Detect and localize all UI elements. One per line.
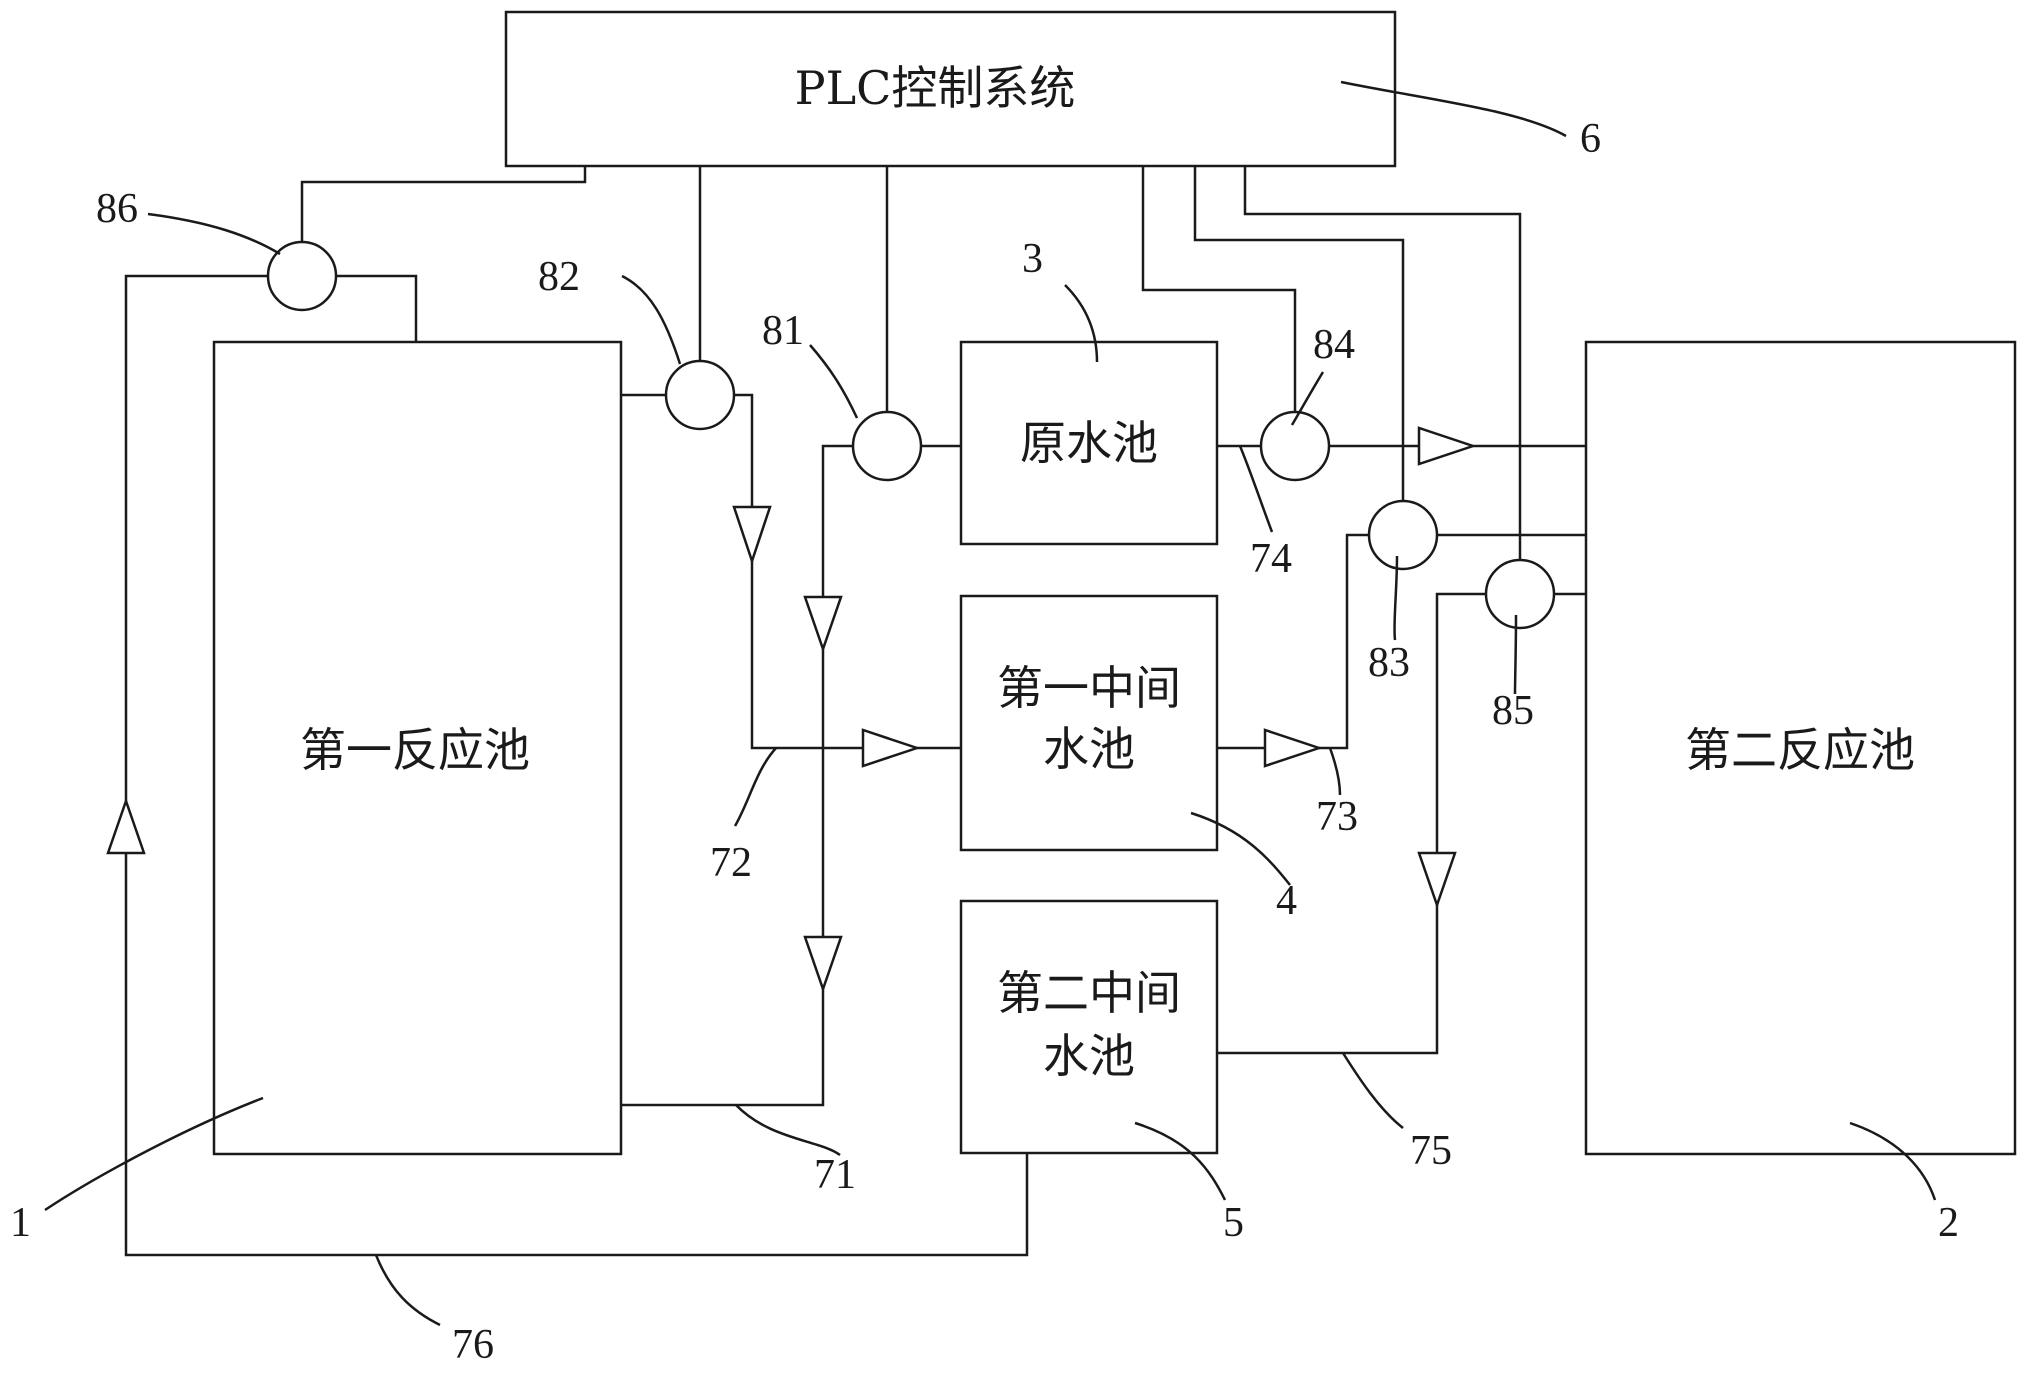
flow-arrow-down-icon [803, 935, 843, 993]
raw-water-pool-label: 原水池 [1020, 416, 1158, 470]
ref-75: 75 [1410, 1128, 1452, 1174]
flow-arrows [106, 426, 1477, 993]
ref-86: 86 [96, 186, 138, 232]
raw-water-pool: 原水池 [959, 340, 1219, 546]
pump-84-icon [1259, 410, 1331, 482]
flow-arrow-right-icon [1263, 728, 1323, 768]
first-intermediate-label-1: 第一中间 [997, 661, 1181, 715]
first-intermediate-pool: 第一中间 水池 [959, 594, 1219, 852]
flow-arrow-down-icon [1417, 851, 1457, 909]
plc-label: PLC控制系统 [795, 61, 1076, 115]
ref-74: 74 [1250, 536, 1292, 582]
pipe-76 [124, 274, 1029, 1257]
pump-82-icon [664, 359, 736, 431]
ref-1: 1 [10, 1200, 31, 1246]
control-line-84 [1141, 166, 1297, 412]
pump-86-icon [266, 240, 338, 312]
control-line-83 [1193, 166, 1405, 501]
ref-81: 81 [762, 308, 804, 354]
flow-arrow-down-icon [803, 595, 843, 653]
ref-83: 83 [1368, 640, 1410, 686]
first-reactor-label: 第一反应池 [300, 723, 530, 777]
second-intermediate-label-2: 水池 [1043, 1029, 1135, 1083]
ref-71: 71 [814, 1152, 856, 1198]
pump-83-icon [1367, 499, 1439, 571]
second-reactor: 第二反应池 [1584, 340, 2017, 1156]
second-reactor-label: 第二反应池 [1685, 723, 1915, 777]
flow-arrow-right-icon [1417, 426, 1477, 466]
ref-82: 82 [538, 254, 580, 300]
plc-control-system: PLC控制系统 [504, 10, 1397, 168]
ref-85: 85 [1492, 688, 1534, 734]
ref-84: 84 [1313, 322, 1355, 368]
ref-4: 4 [1276, 878, 1297, 924]
ref-2: 2 [1938, 1200, 1959, 1246]
control-line-86 [300, 166, 587, 249]
flow-arrow-down-icon [732, 505, 772, 565]
ref-72: 72 [710, 840, 752, 886]
ref-6: 6 [1580, 116, 1601, 162]
pump-85-icon [1484, 558, 1556, 630]
pipe-73 [1217, 533, 1369, 750]
ref-73: 73 [1316, 794, 1358, 840]
connection-lines [124, 166, 1586, 1257]
pipe-86-reactor1 [336, 274, 418, 342]
ref-3: 3 [1022, 236, 1043, 282]
control-line-85 [1243, 166, 1522, 560]
second-intermediate-label-1: 第二中间 [997, 966, 1181, 1020]
ref-76: 76 [452, 1322, 494, 1368]
reference-numbers: 6 86 82 81 3 84 74 83 85 73 72 4 71 75 5… [10, 116, 1959, 1368]
pipe-71 [621, 444, 853, 1107]
ref-5: 5 [1223, 1200, 1244, 1246]
first-intermediate-label-2: 水池 [1043, 722, 1135, 776]
pump-81-icon [851, 410, 923, 482]
pumps [266, 240, 1556, 630]
pipe-75 [1217, 592, 1486, 1055]
first-reactor: 第一反应池 [212, 340, 623, 1156]
leader-lines [44, 80, 1937, 1327]
second-intermediate-pool: 第二中间 水池 [959, 899, 1219, 1155]
flow-arrow-up-icon [106, 797, 146, 855]
pipe-72 [734, 393, 961, 750]
flow-arrow-right-icon [861, 728, 921, 768]
